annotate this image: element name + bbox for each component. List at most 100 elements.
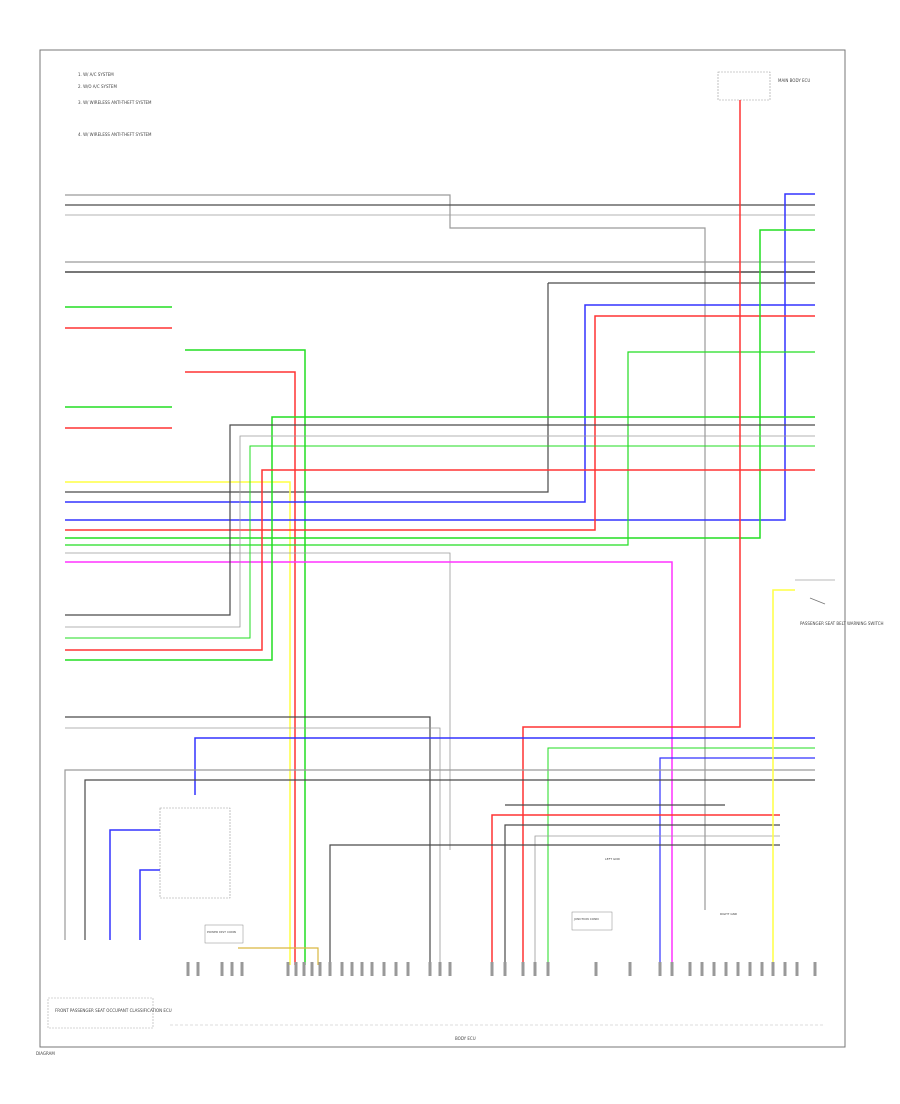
connector-pin <box>724 962 728 976</box>
wire-gray-770 <box>64 769 815 940</box>
ground-right: RIGHT GND <box>720 912 738 916</box>
connector-pin <box>490 962 494 976</box>
wire-red-main <box>522 100 741 965</box>
connector-pin <box>394 962 398 976</box>
wire-orange <box>238 947 319 965</box>
wire-black-825 <box>504 824 780 965</box>
small-comp-2: JUNCTION CONN <box>573 917 599 921</box>
top-right-box <box>717 71 771 101</box>
connector-pin <box>670 962 674 976</box>
connector-pin <box>521 962 525 976</box>
wire-gray-436 <box>65 435 815 628</box>
footer-left: DIAGRAM <box>36 1051 55 1056</box>
connector-pin <box>196 962 200 976</box>
wire-black-down <box>65 283 549 493</box>
connector-pin <box>503 962 507 976</box>
ecu-label: BODY ECU <box>455 1036 476 1041</box>
connector-pin <box>318 962 322 976</box>
wire-blue-2 <box>65 304 815 503</box>
wire-magenta <box>65 561 673 965</box>
wire-yellow-right <box>772 589 795 965</box>
notes-block: 1. W/ A/C SYSTEM 2. W/O A/C SYSTEM 3. W/… <box>78 72 152 137</box>
connector-pin <box>370 962 374 976</box>
bottom-left-component: FRONT PASSENGER SEAT OCCUPANT CLASSIFICA… <box>47 997 172 1029</box>
top-right-component: MAIN BODY ECU <box>717 71 810 101</box>
passenger-switch: PASSENGER SEAT BELT WARNING SWITCH <box>795 579 884 626</box>
connector-pin <box>783 962 787 976</box>
wire-green-446 <box>65 445 815 639</box>
wire-blue-758 <box>659 757 815 965</box>
wire-red-right <box>65 315 815 531</box>
connector-pin <box>771 962 775 976</box>
connector-pin <box>310 962 314 976</box>
connector-pin <box>382 962 386 976</box>
wire-black-425 <box>65 424 815 616</box>
connector-pin <box>736 962 740 976</box>
wire-green-417 <box>65 416 815 661</box>
connector-pin <box>220 962 224 976</box>
connector-pin <box>302 962 306 976</box>
note-4: 4. W/ WIRELESS ANTI-THEFT SYSTEM <box>78 132 152 137</box>
wire-black-717 <box>65 716 431 965</box>
connector-pin <box>533 962 537 976</box>
note-2: 2. W/O A/C SYSTEM <box>78 84 117 89</box>
connector-pin <box>688 962 692 976</box>
connector-pin <box>428 962 432 976</box>
connector-pin <box>186 962 190 976</box>
wire-gray-553 <box>65 552 451 850</box>
wire-blue-right <box>65 193 815 521</box>
wires <box>64 100 815 965</box>
bottom-left-label: FRONT PASSENGER SEAT OCCUPANT CLASSIFICA… <box>55 1008 172 1013</box>
wire-yellow-center <box>65 481 291 965</box>
wire-black-845 <box>329 844 780 965</box>
wire-gray-728 <box>65 727 441 965</box>
wire-black-780 <box>84 779 815 940</box>
connector-pin <box>760 962 764 976</box>
connector-pin <box>438 962 442 976</box>
connector-pin <box>350 962 354 976</box>
connector-pin <box>340 962 344 976</box>
connector-pin <box>286 962 290 976</box>
wire-green-352 <box>65 351 815 546</box>
small-comp-1: POWER DIST CONN <box>207 930 236 934</box>
connector-pin <box>813 962 817 976</box>
wire-blue-left-2 <box>139 869 160 940</box>
bottom-left-box <box>47 997 154 1029</box>
connector-pin <box>658 962 662 976</box>
wire-gray-836 <box>534 835 780 965</box>
ecu-bar: BODY ECU <box>170 1024 825 1041</box>
wire-blue-left-1 <box>109 829 160 940</box>
connector-pin <box>240 962 244 976</box>
ground-left: LEFT GND <box>605 857 621 861</box>
connector-pin <box>294 962 298 976</box>
wire-gray-top <box>65 194 706 910</box>
wire-green-center <box>185 349 306 965</box>
wire-green-748 <box>547 747 815 965</box>
wire-green-right <box>65 229 815 539</box>
connector-pins <box>186 962 817 976</box>
connector-pin <box>328 962 332 976</box>
wire-red-470 <box>65 469 815 651</box>
connector-pin <box>230 962 234 976</box>
note-3: 3. W/ WIRELESS ANTI-THEFT SYSTEM <box>78 100 152 105</box>
connector-pin <box>546 962 550 976</box>
connector-pin <box>594 962 598 976</box>
connector-pin <box>448 962 452 976</box>
wire-red-center <box>185 371 296 965</box>
connector-pin <box>748 962 752 976</box>
connector-pin <box>700 962 704 976</box>
note-1: 1. W/ A/C SYSTEM <box>78 72 114 77</box>
small-components: POWER DIST CONN JUNCTION CONN LEFT GND R… <box>204 857 738 944</box>
outer-frame <box>39 49 846 1048</box>
top-right-label: MAIN BODY ECU <box>778 78 810 83</box>
connector-pin <box>628 962 632 976</box>
passenger-switch-label: PASSENGER SEAT BELT WARNING SWITCH <box>800 621 884 626</box>
wire-blue-738 <box>194 737 815 795</box>
connector-pin <box>406 962 410 976</box>
connector-pin <box>795 962 799 976</box>
connector-pin <box>712 962 716 976</box>
wire-red-815 <box>491 814 780 965</box>
connector-pin <box>360 962 364 976</box>
